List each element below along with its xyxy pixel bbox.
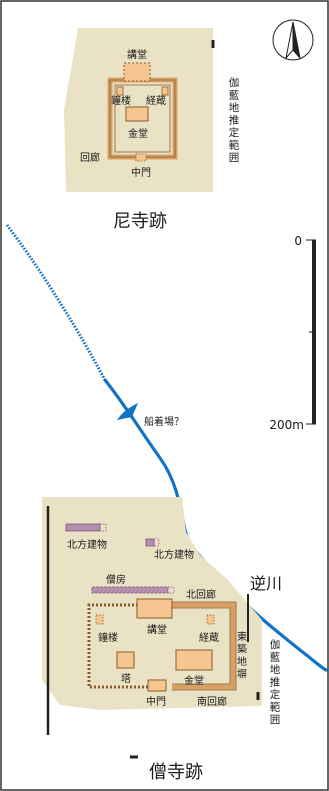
monastery-sutra-repository [206,614,215,625]
monastery-north-building-1 [65,523,101,532]
river-name-label: 逆川 [250,574,282,593]
monastery-lecture-hall-label: 講堂 [147,623,167,636]
monastery-corridor-west-dotted [87,603,148,689]
nunnery-main-hall [125,106,149,122]
monastery-corridor [172,602,236,690]
nunnery-bell-tower-label: 鐘楼 [111,94,131,107]
monastery-middle-gate [147,679,167,692]
scale-bar: 0 200m [269,234,316,432]
nunnery-estimated-range-label: 伽藍地推定範囲 [229,76,240,164]
monastery-pagoda-label: 塔 [121,672,131,685]
monastery-main-hall [175,649,213,671]
nunnery-lecture-hall [123,62,151,82]
monastery-north-building-2-label: 北方建物 [154,548,194,561]
scale-top-label: 0 [294,234,302,248]
nunnery-sutra-repository [161,86,169,96]
monastery-monks-quarters-label: 僧房 [106,573,126,586]
monastery-main-hall-label: 金堂 [184,674,204,687]
monastery-estimated-range-label: 伽藍地推定範囲 [270,638,281,726]
monastery-sutra-repository-label: 経蔵 [199,631,219,644]
nunnery-main-hall-label: 金堂 [128,127,148,140]
monastery-south-corridor-label: 南回廊 [197,695,227,708]
monastery-bell-tower [95,614,104,625]
landing-site-marker [117,403,138,420]
nunnery-title: 尼寺跡 [113,211,167,232]
monastery-middle-gate-label: 中門 [146,695,166,708]
north-arrow-icon [272,19,314,61]
nunnery-lecture-hall-label: 講堂 [127,48,147,61]
monastery-north-building-2 [145,538,155,547]
monastery-monks-quarters [91,586,169,594]
monastery-pagoda [116,651,135,669]
nunnery-site: 講堂 鐘楼 経蔵 金堂 回廊 中門 伽藍地推定範囲 尼寺跡 [64,28,240,232]
monastery-site: 北方建物 北方建物 僧房 北回廊 講堂 鐘楼 経蔵 塔 金堂 中門 南回廊 [42,497,281,783]
monastery-east-wall-label: 東築地塀 [237,630,247,681]
nunnery-middle-gate [135,153,147,162]
scale-bottom-label: 200m [269,418,304,432]
landing-site-label: 船着場？ [144,415,184,428]
monastery-bell-tower-label: 鐘楼 [98,631,118,644]
nunnery-sutra-repository-label: 経蔵 [146,94,166,107]
nunnery-middle-gate-label: 中門 [131,166,151,179]
monastery-north-corridor-label: 北回廊 [186,588,216,601]
nunnery-bell-tower [116,86,124,96]
monastery-lecture-hall [136,598,173,619]
nunnery-corridor-label: 回廊 [80,151,100,164]
river-upstream-dotted [5,224,107,381]
monastery-title: 僧寺跡 [149,762,203,783]
monastery-north-building-1-label: 北方建物 [67,538,107,551]
